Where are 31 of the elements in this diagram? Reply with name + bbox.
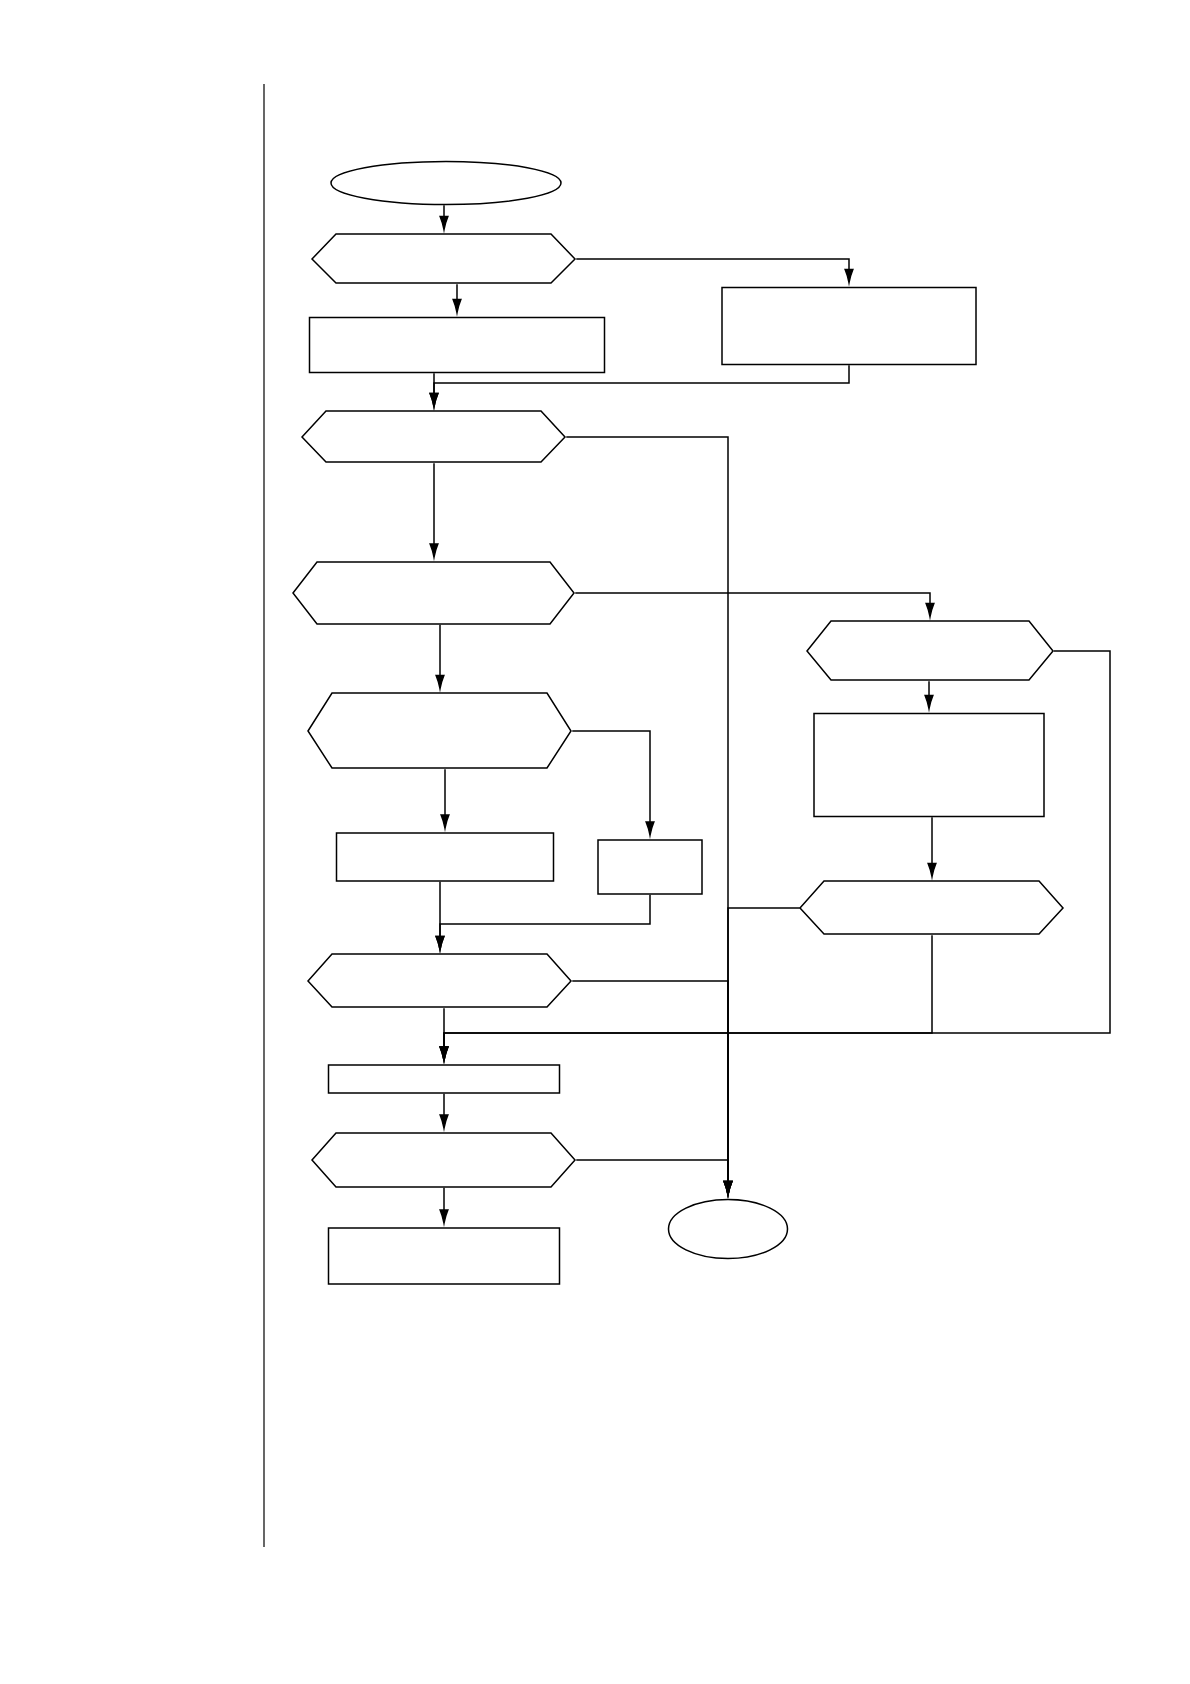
decision-hexagon xyxy=(806,620,1054,681)
arrow xyxy=(574,592,935,618)
process-box xyxy=(308,316,606,374)
process-box xyxy=(335,832,555,882)
arrow xyxy=(575,258,854,284)
arrow xyxy=(927,816,937,878)
process-box xyxy=(327,1064,561,1094)
decision-hexagon xyxy=(307,953,572,1008)
process-box xyxy=(813,712,1045,818)
decision-hexagon xyxy=(311,1132,576,1188)
process-box xyxy=(327,1227,561,1285)
arrow xyxy=(439,1093,449,1129)
arrow xyxy=(571,730,655,836)
process-box xyxy=(597,839,703,895)
terminal-oval xyxy=(330,160,562,206)
decision-hexagon xyxy=(292,561,575,625)
arrow xyxy=(435,894,651,951)
arrow xyxy=(435,624,445,690)
terminal-oval xyxy=(667,1198,789,1260)
decision-hexagon xyxy=(799,880,1064,935)
process-box xyxy=(721,286,977,366)
arrow xyxy=(429,372,439,408)
arrow xyxy=(439,204,449,231)
arrow xyxy=(924,680,934,710)
decision-hexagon xyxy=(307,692,572,769)
arrow xyxy=(452,283,462,314)
arrow xyxy=(429,462,439,558)
arrow xyxy=(440,768,450,829)
arrow xyxy=(575,1159,733,1196)
arrow xyxy=(439,1187,449,1224)
arrow xyxy=(439,1007,449,1061)
